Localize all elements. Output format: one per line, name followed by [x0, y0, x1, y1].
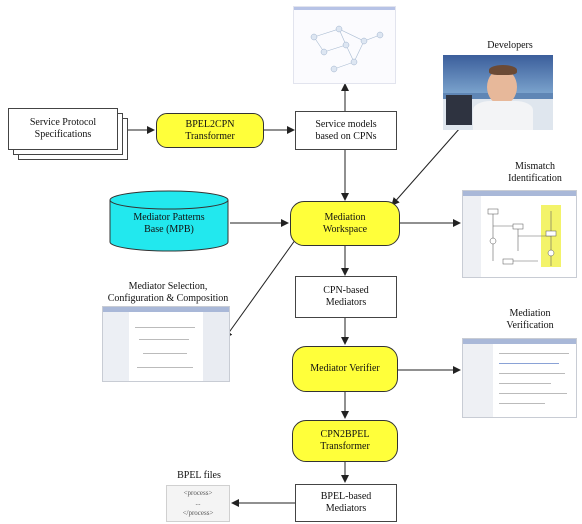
bpel-mediators-node: BPEL-based Mediators	[295, 484, 397, 522]
mismatch-screenshot	[462, 190, 577, 278]
mismatch-label: Mismatch Identification	[508, 161, 562, 184]
verification-screenshot	[462, 338, 577, 418]
screenshot-titlebar	[103, 307, 229, 312]
selection-label: Mediator Selection, Configuration & Comp…	[107, 281, 229, 304]
arrow-developers-to-workspace	[391, 127, 461, 206]
mediator-verifier-node: Mediator Verifier	[292, 346, 398, 392]
bpel-file-snippet: <process> ... </process>	[166, 485, 230, 522]
developers-photo	[443, 55, 553, 130]
person-shirt	[473, 101, 533, 130]
bpel-files-label: BPEL files	[177, 470, 221, 481]
sketch-line	[137, 367, 193, 368]
bpel-file-line-2: ...	[195, 499, 201, 507]
screenshot-sidebar	[463, 344, 493, 417]
mediator-patterns-db	[109, 190, 229, 252]
cpn-graph-sketch	[310, 25, 384, 73]
sketch-line	[139, 339, 189, 340]
service-models-node: Service models based on CPNs	[295, 111, 397, 150]
cpn2bpel-node: CPN2BPEL Transformer	[292, 420, 398, 462]
sketch-line	[499, 383, 551, 384]
screenshot-titlebar	[463, 339, 576, 344]
sketch-line	[135, 327, 195, 328]
selection-screenshot	[102, 306, 230, 382]
cpn2bpel-label: CPN2BPEL Transformer	[320, 429, 370, 452]
service-models-label: Service models based on CPNs	[315, 118, 377, 142]
mediation-workspace-node: Mediation Workspace	[290, 201, 400, 246]
bpel2cpn-node: BPEL2CPN Transformer	[156, 113, 264, 148]
screenshot-panel	[203, 312, 229, 381]
sketch-line	[143, 353, 187, 354]
sketch-line	[499, 373, 565, 374]
mediator-verifier-label: Mediator Verifier	[310, 363, 380, 374]
bpel-file-line-3: </process>	[182, 509, 214, 517]
screenshot-titlebar	[463, 191, 576, 196]
mediation-workspace-label: Mediation Workspace	[322, 211, 368, 235]
person-hair	[489, 65, 517, 75]
arrow-workspace-to-selection	[224, 235, 299, 339]
bpel-mediators-label: BPEL-based Mediators	[320, 491, 372, 514]
cpn-model-screenshot	[293, 6, 396, 84]
bpel-file-line-1: <process>	[183, 489, 213, 497]
sketch-line	[499, 403, 545, 404]
service-protocol-label: Service Protocol Specifications	[29, 117, 97, 140]
verification-label: Mediation Verification	[506, 308, 554, 331]
screenshot-sidebar	[463, 196, 481, 277]
sketch-line	[499, 363, 559, 364]
person-head	[487, 69, 517, 105]
photo-monitor	[446, 95, 472, 125]
sketch-line	[499, 393, 567, 394]
cpn-mediators-node: CPN-based Mediators	[295, 276, 397, 318]
mediator-patterns-label: Mediator Patterns Base (MPB)	[133, 212, 205, 235]
mismatch-net-sketch	[487, 208, 557, 266]
screenshot-titlebar	[294, 7, 395, 10]
bpel2cpn-label: BPEL2CPN Transformer	[185, 118, 235, 142]
cpn-mediators-label: CPN-based Mediators	[323, 285, 369, 308]
service-protocol-node: Service Protocol Specifications	[8, 108, 118, 150]
sketch-line	[499, 353, 569, 354]
screenshot-sidebar	[103, 312, 129, 381]
developers-label: Developers	[487, 40, 533, 51]
